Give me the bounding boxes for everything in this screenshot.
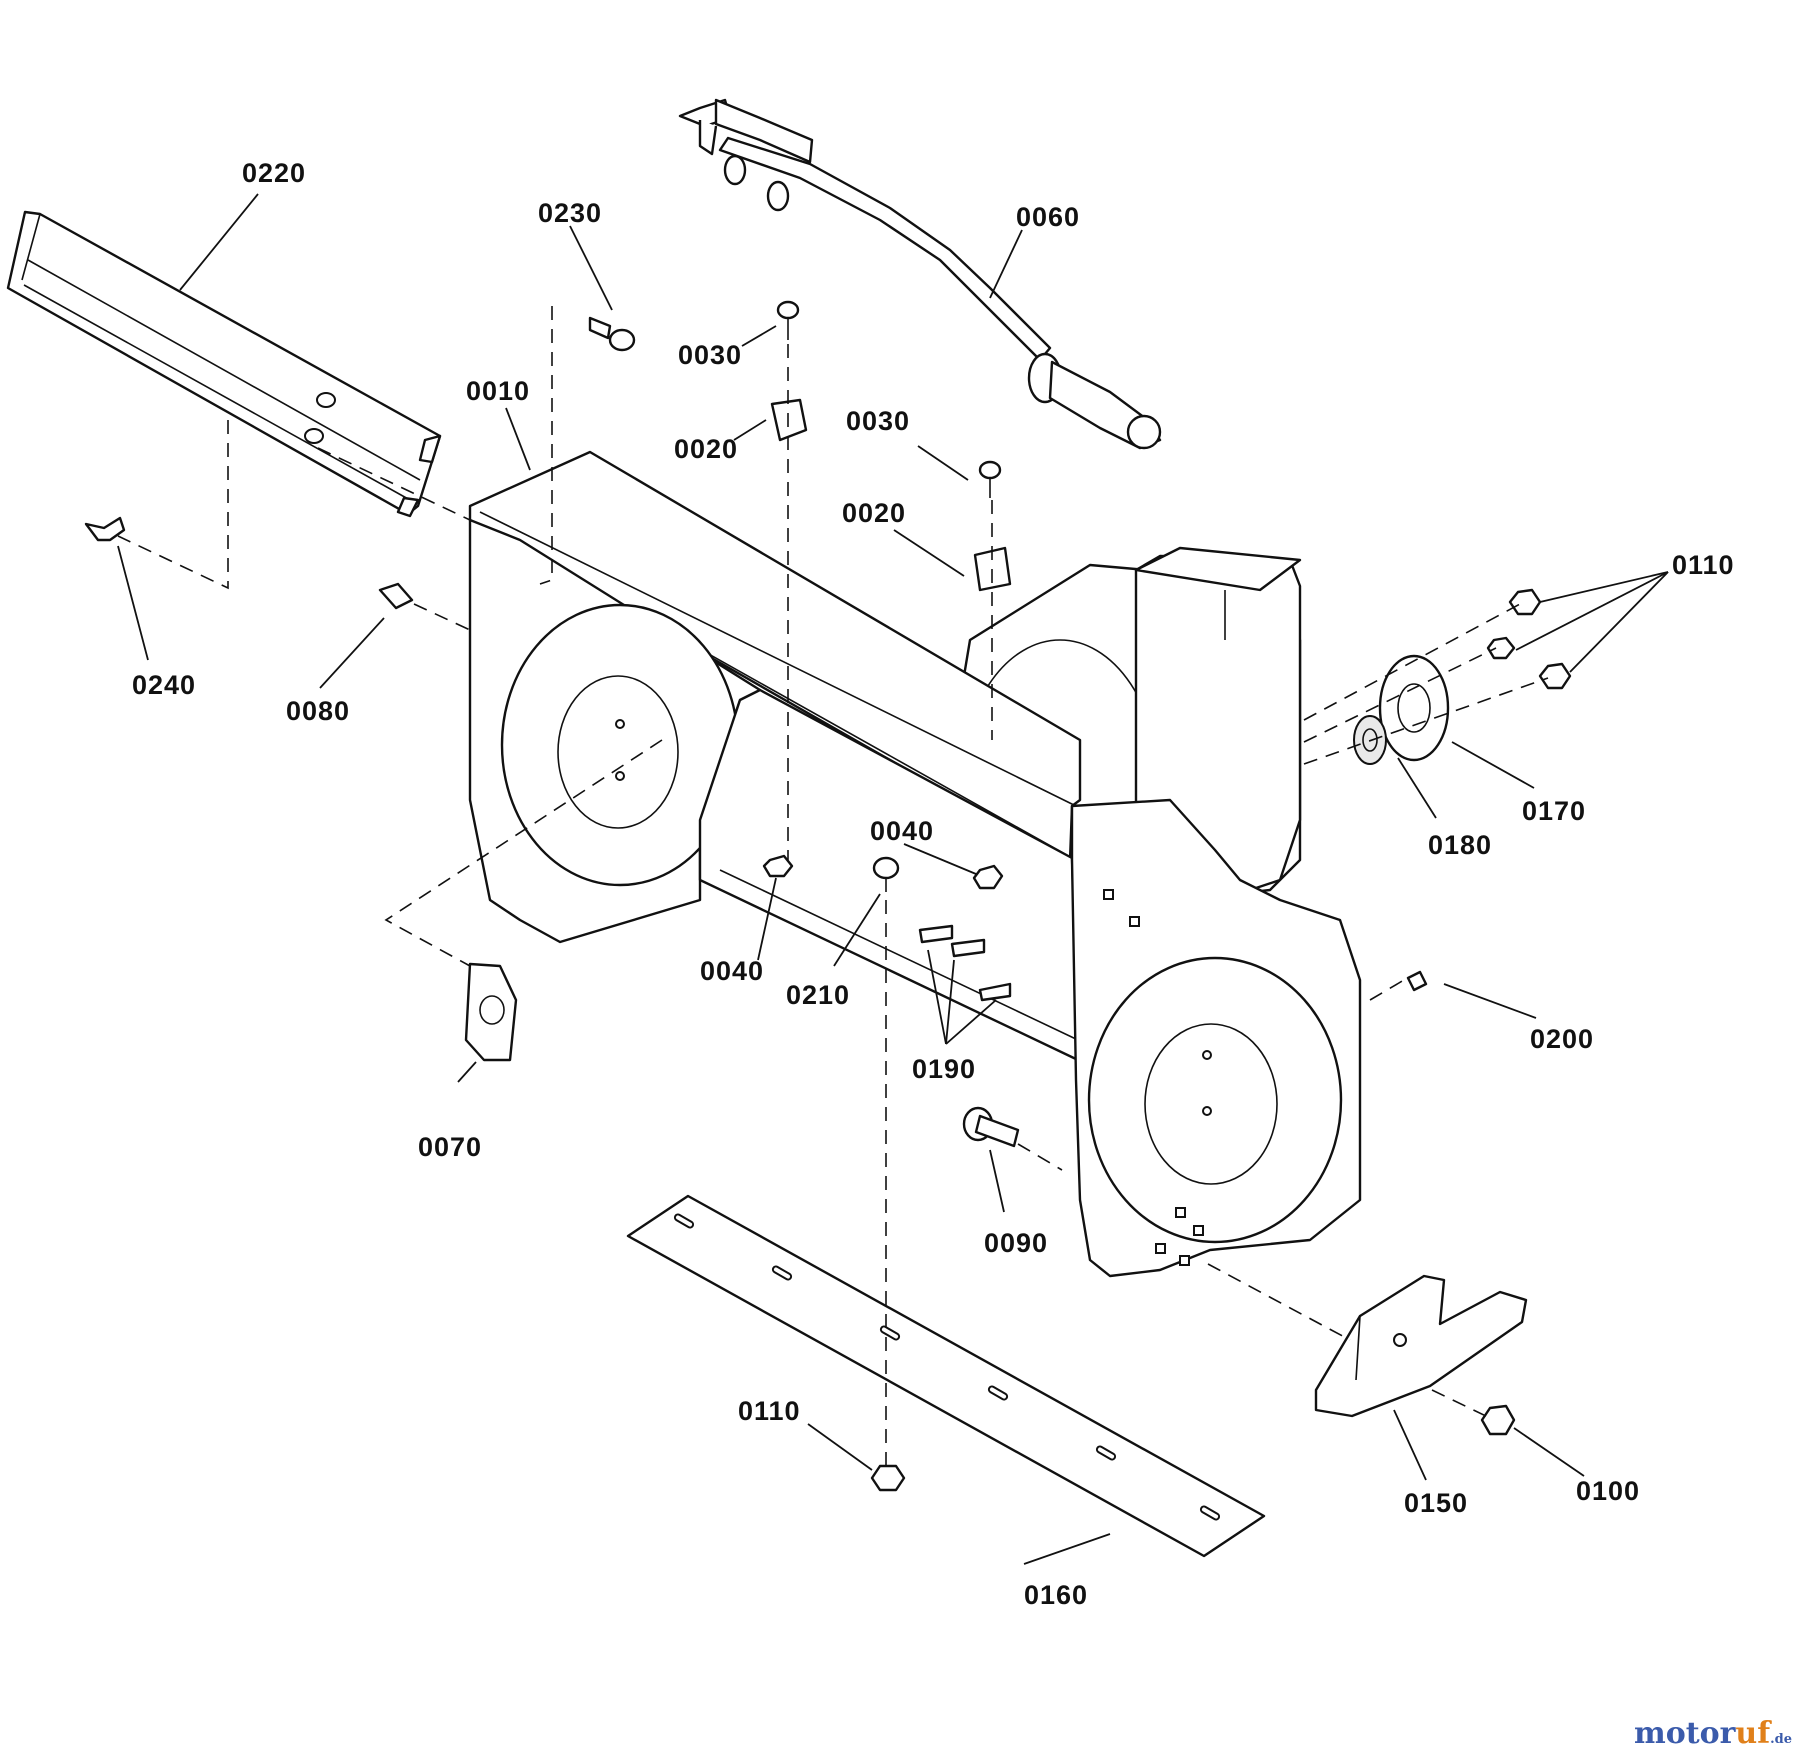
label-0020: 0020	[674, 434, 738, 464]
label-0040: 0040	[870, 816, 934, 846]
deflector-plate	[6, 210, 442, 518]
label-0010: 0010	[466, 376, 530, 406]
label-0180: 0180	[1428, 830, 1492, 860]
label-0080: 0080	[286, 696, 350, 726]
label-0200: 0200	[1530, 1024, 1594, 1054]
scraper-bar	[626, 1194, 1266, 1558]
control-rod	[678, 98, 1162, 450]
watermark-suffix: .de	[1770, 1732, 1792, 1747]
watermark-logo: motoruf.de	[1634, 1716, 1792, 1751]
leader-lines	[117, 193, 1669, 1565]
watermark-brand-b: uf	[1735, 1716, 1771, 1751]
label-0240: 0240	[132, 670, 196, 700]
hardware	[84, 300, 1572, 1492]
label-0110: 0110	[738, 1396, 801, 1426]
label-0070: 0070	[418, 1132, 482, 1162]
auger-housing	[468, 450, 1362, 1278]
label-0160: 0160	[1024, 1580, 1088, 1610]
label-0060: 0060	[1016, 202, 1080, 232]
label-0040: 0040	[700, 956, 764, 986]
label-0110: 0110	[1672, 550, 1735, 580]
label-0230: 0230	[538, 198, 602, 228]
watermark-brand-a: motor	[1633, 1716, 1736, 1751]
label-0100: 0100	[1576, 1476, 1640, 1506]
label-0090: 0090	[984, 1228, 1048, 1258]
label-0220: 0220	[242, 158, 306, 188]
label-0030: 0030	[846, 406, 910, 436]
label-0150: 0150	[1404, 1488, 1468, 1518]
label-0030: 0030	[678, 340, 742, 370]
label-0210: 0210	[786, 980, 850, 1010]
assembly-lines	[117, 306, 1549, 1466]
label-0020: 0020	[842, 498, 906, 528]
label-0170: 0170	[1522, 796, 1586, 826]
label-0190: 0190	[912, 1054, 976, 1084]
skid-shoe	[1314, 1274, 1528, 1418]
part-labels: 0220 0230 0060 0030 0010 0020 0030 0020 …	[132, 158, 1735, 1610]
